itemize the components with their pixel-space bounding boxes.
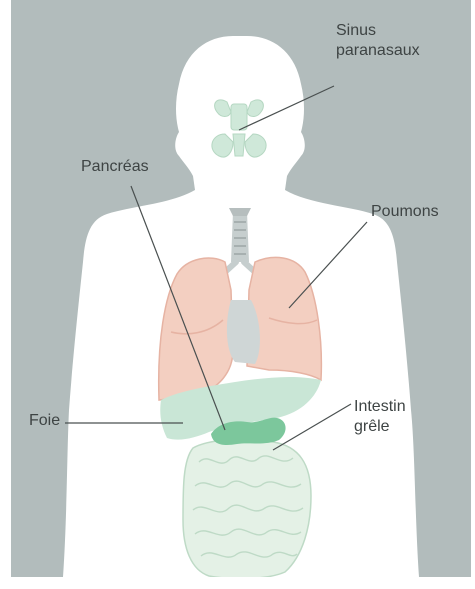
anatomy-diagram: Sinus paranasaux Pancréas Poumons Foie I… <box>11 0 471 577</box>
label-foie: Foie <box>29 411 60 431</box>
label-sinus-line1: Sinus <box>336 21 420 41</box>
label-intestin-line1: Intestin <box>354 397 406 417</box>
label-intestin-grele: Intestin grêle <box>354 397 406 437</box>
diagram-graphics <box>11 0 471 577</box>
label-sinus-line2: paranasaux <box>336 41 420 61</box>
label-sinus-paranasaux: Sinus paranasaux <box>336 21 420 61</box>
heart-area <box>227 300 260 364</box>
label-intestin-line2: grêle <box>354 417 406 437</box>
intestine-organ <box>183 439 311 577</box>
label-poumons: Poumons <box>371 202 439 222</box>
label-pancreas: Pancréas <box>81 157 149 177</box>
